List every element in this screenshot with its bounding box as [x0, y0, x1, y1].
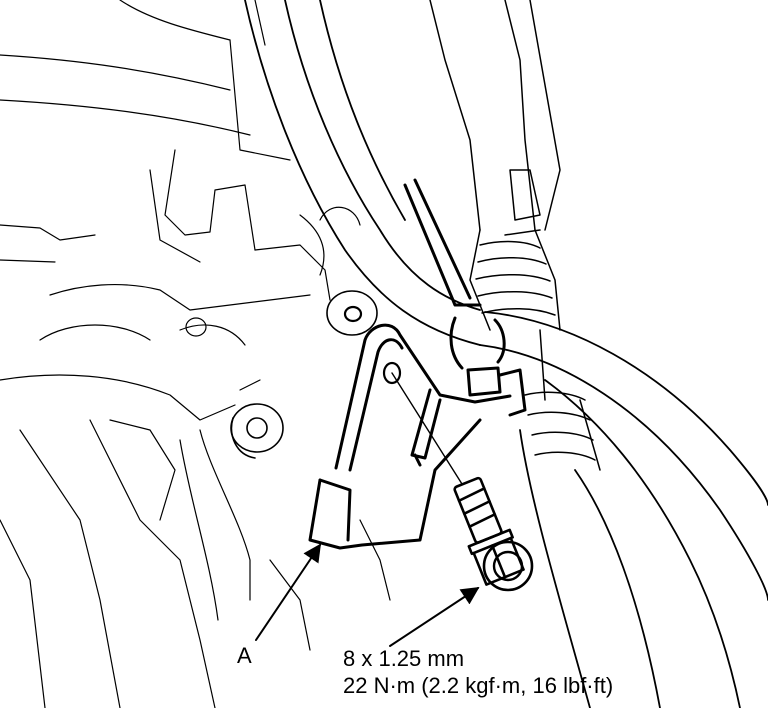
- flange-bolt-icon: [453, 476, 525, 586]
- mounting-boss: [230, 290, 378, 459]
- bracket-hole: [382, 361, 402, 385]
- bolt-alignment-line: [391, 372, 463, 485]
- part-label-a: A: [237, 643, 252, 668]
- bolt-size-spec: 8 x 1.25 mm: [343, 646, 465, 671]
- engine-background-outline: [0, 0, 391, 708]
- leader-arrow-bolt: [389, 587, 480, 647]
- bolt-head-face: [492, 550, 524, 582]
- leader-arrow-bracket: [255, 543, 322, 641]
- ribbed-hose: [429, 0, 601, 471]
- bolt-flange: [482, 540, 534, 592]
- torque-spec: 22 N·m (2.2 kgf·m, 16 lbf·ft): [343, 673, 614, 698]
- bracket-a: [308, 178, 527, 550]
- pipe-assembly: [244, 0, 768, 708]
